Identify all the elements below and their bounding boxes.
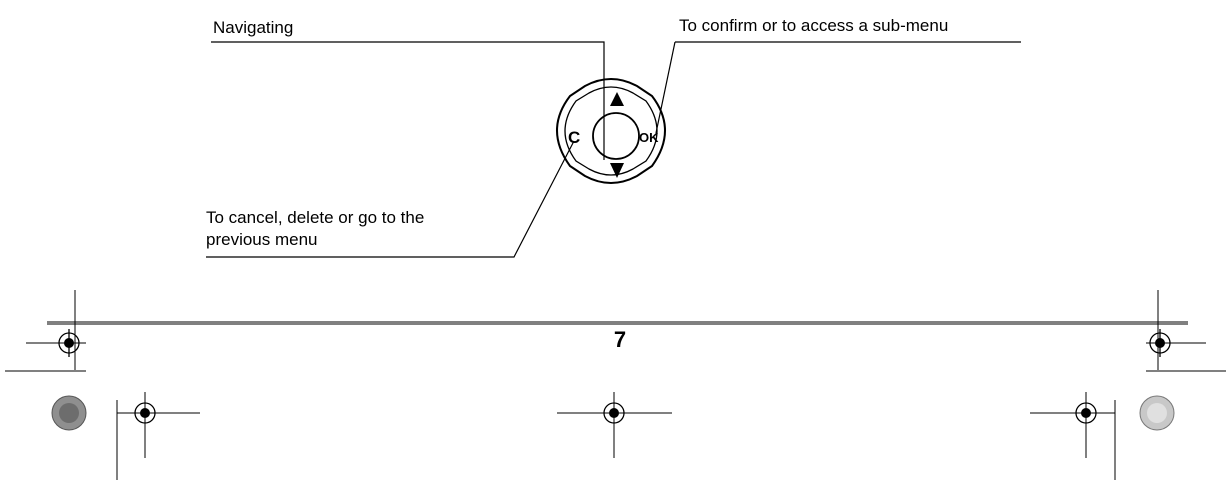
confirm-label: To confirm or to access a sub-menu	[679, 16, 949, 35]
cancel-label-line-1: To cancel, delete or go to the	[206, 208, 425, 227]
ok-key[interactable]: OK	[639, 130, 659, 145]
registration-mark-icon	[603, 402, 625, 424]
confirm-callout-line	[655, 41, 676, 134]
center-button[interactable]	[592, 112, 640, 160]
cancel-callout-line	[206, 140, 575, 258]
down-arrow-icon[interactable]	[610, 163, 624, 178]
callout-lines	[206, 41, 1021, 258]
page-number: 7	[613, 327, 627, 352]
up-arrow-icon[interactable]	[610, 92, 624, 106]
registration-mark-icon	[58, 329, 80, 357]
navigation-keypad: C OK	[556, 78, 666, 184]
crop-marks	[5, 290, 1226, 480]
registration-mark-icon	[1149, 329, 1171, 357]
cancel-key[interactable]: C	[568, 128, 580, 147]
cancel-label-line-2: previous menu	[206, 230, 318, 249]
cancel-label: To cancel, delete or go to the previous …	[206, 207, 424, 251]
registration-mark-icon	[1075, 402, 1097, 424]
navigating-callout-line	[211, 41, 605, 160]
registration-mark-icon	[134, 402, 156, 424]
navigating-label: Navigating	[213, 18, 294, 37]
